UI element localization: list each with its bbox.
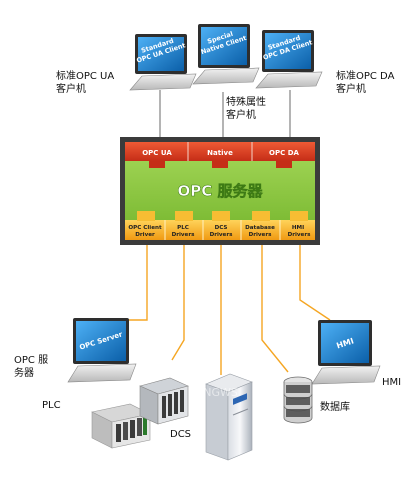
driver-connectors	[109, 245, 331, 375]
caption-hmi: HMI	[382, 377, 402, 388]
caption-dcs: DCS	[170, 429, 192, 440]
plc-rack-icon	[91, 403, 151, 449]
driver-label-database-line1: Database	[245, 225, 275, 231]
connector-hmi-driver	[299, 245, 331, 321]
driver-bar	[125, 220, 315, 240]
interface-tab	[212, 161, 228, 168]
driver-tab	[252, 211, 270, 221]
interface-tab	[149, 161, 165, 168]
caption-da-client: 标准OPC DA 客户机	[336, 71, 395, 95]
interface-tab	[276, 161, 292, 168]
client-monitor-ua	[129, 34, 197, 91]
interface-bar	[125, 142, 315, 161]
connector-database-driver	[261, 245, 289, 373]
monitor-base	[311, 365, 381, 385]
io-module-icon	[139, 377, 189, 425]
opc-server-box	[120, 137, 320, 245]
driver-tab	[175, 211, 193, 221]
svg-text:OPC Client Driver PLC: OPC Client Driver PLC Drivers DCS Driver…	[128, 225, 311, 238]
opc-server-monitor	[67, 318, 137, 383]
monitor-base	[255, 71, 323, 89]
driver-label-database-line2: Drivers	[249, 232, 273, 238]
database-icon	[283, 376, 313, 424]
driver-tab	[137, 211, 155, 221]
interface-label-native: Native	[207, 149, 233, 157]
monitor-base	[129, 73, 197, 91]
monitor-base	[67, 363, 137, 383]
driver-label-plc-line2: Drivers	[172, 232, 196, 238]
interface-label-opc-da: OPC DA	[269, 149, 299, 157]
caption-database: 数据库	[320, 402, 350, 413]
dcs-cabinet-icon	[205, 373, 253, 461]
monitor-screen	[76, 321, 126, 361]
client-connectors	[159, 90, 291, 137]
client-monitor-native	[192, 24, 260, 85]
monitor-screen	[265, 33, 311, 69]
caption-native-client: 特殊属性 客户机	[226, 97, 266, 121]
driver-label-dcs-line2: Drivers	[210, 232, 234, 238]
monitor-screen	[138, 37, 184, 71]
hmi-monitor	[311, 320, 381, 385]
driver-label-hmi-line1: HMI	[292, 225, 304, 231]
caption-opc-server: OPC 服务器	[14, 355, 49, 379]
driver-label-plc-line1: PLC	[177, 225, 189, 231]
driver-tab	[290, 211, 308, 221]
monitor-base	[192, 67, 260, 85]
monitor-screen	[201, 27, 247, 65]
server-title: OPC 服务器	[178, 182, 264, 200]
watermark-text: NNGWS	[195, 386, 238, 399]
caption-plc: PLC	[42, 400, 61, 411]
driver-label-hmi-line2: Drivers	[288, 232, 312, 238]
driver-label-opc-client-line1: OPC Client	[128, 225, 162, 231]
driver-label-dcs-line1: DCS	[215, 225, 228, 231]
interface-label-opc-ua: OPC UA	[142, 149, 172, 157]
client-monitor-da	[255, 30, 323, 89]
driver-tab	[212, 211, 230, 221]
driver-label-opc-client-line2: Driver	[135, 232, 155, 238]
caption-ua-client: 标准OPC UA 客户机	[56, 71, 115, 95]
monitor-screen	[321, 323, 369, 363]
connector-plc-driver	[171, 245, 185, 361]
